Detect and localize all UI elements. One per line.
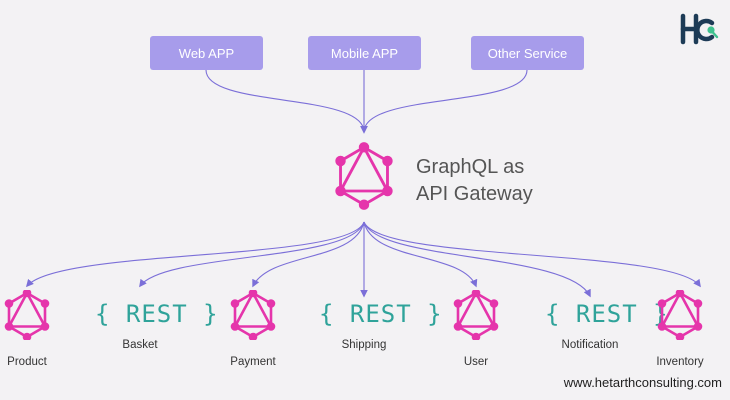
gateway-label: GraphQL as API Gateway	[416, 154, 533, 208]
rest-badge: { REST }	[319, 300, 443, 328]
client-label: Mobile APP	[330, 45, 399, 61]
arrow-notification	[363, 221, 591, 298]
gateway-label-line2: API Gateway	[416, 183, 533, 205]
service-label: User	[463, 356, 489, 368]
service-payment: Payment	[208, 286, 298, 376]
service-label: Product	[7, 356, 47, 368]
graphql-icon	[657, 290, 703, 340]
client-label: Other Service	[487, 45, 568, 61]
service-label: Inventory	[656, 356, 704, 368]
arrow-other-service	[360, 69, 528, 134]
service-label: Notification	[561, 339, 619, 351]
graphql-gateway-icon	[335, 142, 393, 210]
graphql-icon	[4, 290, 50, 340]
rest-badge: { REST }	[545, 300, 669, 328]
client-mobile-app: Mobile APP	[308, 36, 421, 70]
arrow-basket	[139, 221, 365, 288]
service-inventory: Inventory	[635, 286, 725, 376]
service-notification: { REST } Notification	[545, 286, 669, 376]
client-label: Web APP	[178, 45, 235, 61]
arrow-user	[363, 221, 478, 288]
arrow-web-app	[205, 69, 368, 134]
client-web-app: Web APP	[150, 36, 263, 70]
graphql-icon	[230, 290, 276, 340]
arrow-payment	[252, 221, 365, 288]
service-shipping: { REST } Shipping	[319, 286, 443, 376]
arrow-inventory	[363, 221, 701, 288]
footer-url: www.hetarthconsulting.com	[563, 375, 722, 390]
service-product: Product	[0, 286, 72, 376]
client-other-service: Other Service	[471, 36, 584, 70]
service-label: Payment	[230, 356, 276, 368]
gateway-label-line1: GraphQL as	[416, 156, 525, 178]
service-label: Shipping	[341, 339, 387, 351]
service-basket: { REST } Basket	[95, 286, 219, 376]
hc-logo	[680, 13, 719, 45]
graphql-icon	[453, 290, 499, 340]
arrow-product	[25, 221, 365, 288]
service-user: User	[431, 286, 521, 376]
service-label: Basket	[122, 339, 158, 351]
rest-badge: { REST }	[95, 300, 219, 328]
